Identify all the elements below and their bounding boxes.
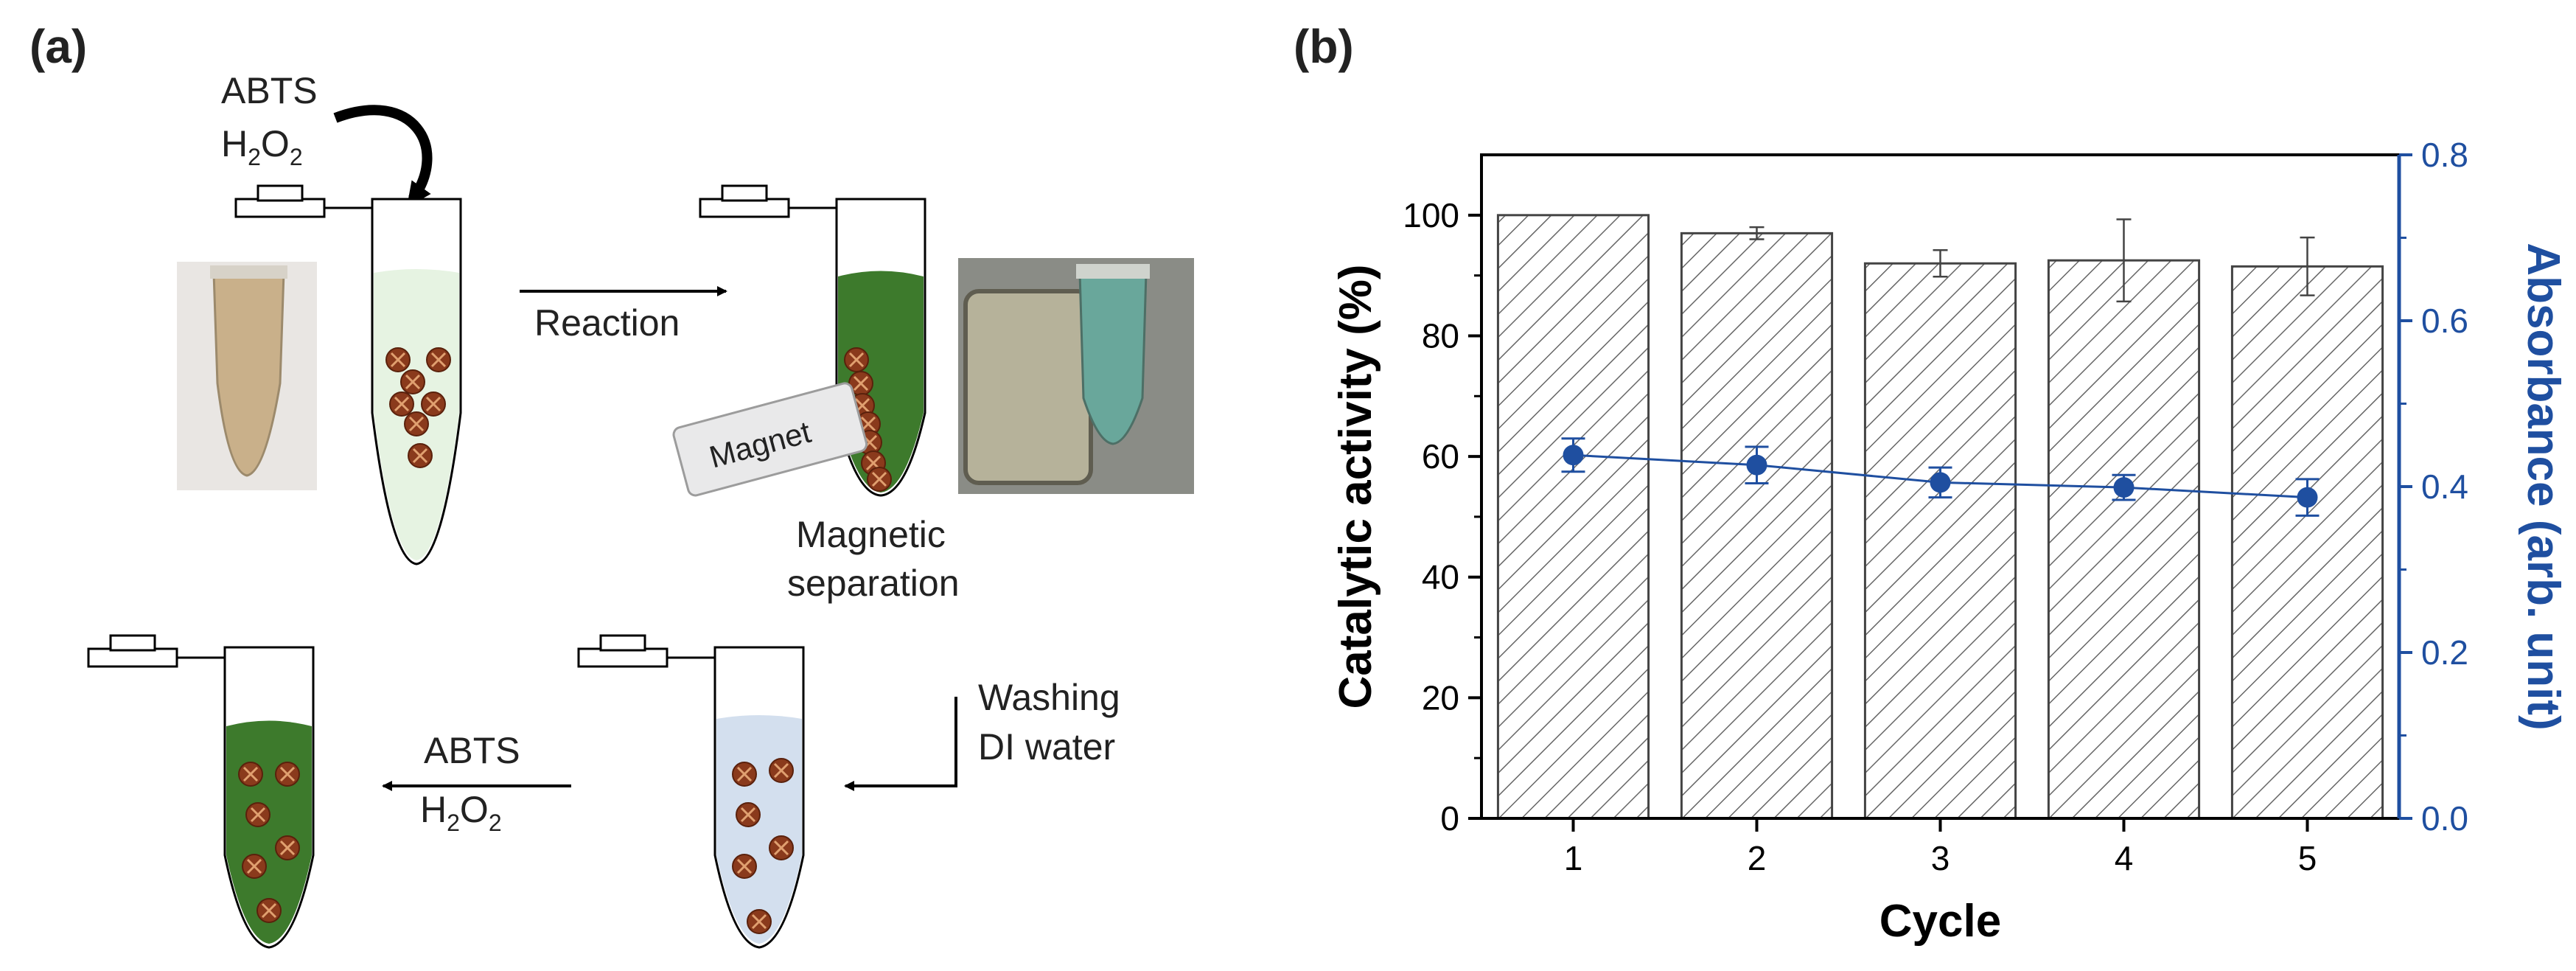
- curved-arrow-icon: [333, 105, 433, 208]
- particle: [408, 443, 433, 468]
- bar: [2230, 265, 2384, 820]
- tube-1-cap-top: [256, 184, 304, 202]
- particle: [867, 467, 892, 492]
- panel-b-label: (b): [1294, 20, 1354, 73]
- washing-arrow-icon: [844, 697, 957, 791]
- absorbance-point: [2113, 477, 2135, 498]
- absorbance-point: [1563, 445, 1584, 466]
- bar-series: [1496, 214, 2384, 820]
- particle: [426, 347, 451, 372]
- particle: [238, 762, 263, 787]
- step1-reagent-abts: ABTS: [221, 70, 318, 111]
- absorbance-point: [1930, 472, 1951, 493]
- y-right-tick-label: 0.0: [2421, 799, 2468, 838]
- particle: [275, 835, 300, 860]
- x-tick-label: 4: [2115, 839, 2134, 877]
- y-tick-label: 80: [1422, 316, 1459, 355]
- particle: [421, 391, 446, 417]
- tube-4-particles: [238, 762, 300, 923]
- particle: [736, 802, 761, 827]
- separation-line2: separation: [787, 563, 960, 604]
- tube-3-particles: [732, 758, 794, 934]
- particle: [404, 411, 429, 436]
- y-tick-label: 0: [1440, 799, 1459, 838]
- bar-error-bar: [1933, 249, 1948, 278]
- photo-tube-after: [958, 258, 1194, 494]
- tube-1: [234, 184, 462, 565]
- separation-line1: Magnetic: [796, 514, 946, 555]
- particle: [389, 391, 414, 417]
- particle: [732, 854, 757, 879]
- y-right-tick-label: 0.2: [2421, 633, 2468, 672]
- step4-reagent-abts: ABTS: [424, 730, 520, 771]
- bar-error-bar: [2300, 236, 2315, 296]
- panel-a: (a) ABTS H2O2 Reaction: [29, 20, 1194, 949]
- y-right-tick-label: 0.4: [2421, 467, 2468, 506]
- washing-line2: DI water: [978, 726, 1115, 768]
- bar-error-bars: [1749, 218, 2315, 303]
- x-tick-label: 5: [2298, 839, 2317, 877]
- bar: [1496, 214, 1650, 820]
- bar: [1863, 262, 2017, 820]
- particle: [844, 347, 869, 372]
- particle: [242, 854, 267, 879]
- bar-error-bar: [2116, 218, 2132, 303]
- particle: [245, 802, 270, 827]
- bar-error-bar: [1749, 226, 1765, 240]
- particle: [385, 347, 411, 372]
- y-axis-right-title: Absorbance (arb. unit): [2518, 243, 2569, 730]
- tube-4: [87, 634, 315, 949]
- washing-line1: Washing: [978, 677, 1120, 718]
- y-tick-label: 100: [1403, 196, 1459, 234]
- x-tick-label: 3: [1931, 839, 1950, 877]
- left-axis: 0 20 40 60 80 100: [1403, 196, 1481, 838]
- y-tick-label: 60: [1422, 437, 1459, 476]
- particle: [275, 762, 300, 787]
- y-right-tick-label: 0.8: [2421, 136, 2468, 174]
- particle: [732, 762, 757, 787]
- absorbance-series: [1561, 437, 2320, 517]
- particle: [747, 909, 772, 934]
- tube-1-cap: [234, 198, 326, 218]
- y-axis-title: Catalytic activity (%): [1330, 265, 1381, 709]
- y-tick-label: 40: [1422, 558, 1459, 596]
- particle: [256, 898, 282, 923]
- reaction-label: Reaction: [534, 302, 680, 344]
- particle: [400, 369, 425, 394]
- x-axis: 1 2 3 4 5: [1564, 818, 2317, 877]
- particle: [769, 758, 794, 783]
- y-right-tick-label: 0.6: [2421, 302, 2468, 340]
- absorbance-point: [2297, 487, 2318, 508]
- panel-a-label: (a): [29, 20, 87, 73]
- x-tick-label: 1: [1564, 839, 1583, 877]
- panel-b-chart: (b) 0 20 40 60 80 100 0.0 0.2 0.4 0.6 0.8 1 2 3 4 5 C…: [1294, 20, 2569, 947]
- x-tick-label: 2: [1748, 839, 1767, 877]
- right-axis: 0.0 0.2 0.4 0.6 0.8: [2397, 136, 2468, 838]
- absorbance-point: [1746, 454, 1767, 476]
- step1-reagent-h2o2: H2O2: [221, 123, 303, 170]
- particle: [769, 835, 794, 860]
- step4-reagent-h2o2: H2O2: [420, 789, 502, 836]
- tube-3: [577, 634, 805, 949]
- photo-tube-before: [177, 262, 317, 490]
- bar: [1680, 232, 1834, 820]
- tube-1-particles: [385, 347, 451, 468]
- magnet: Magnet: [672, 382, 868, 497]
- y-tick-label: 20: [1422, 678, 1459, 717]
- bar: [2047, 259, 2201, 820]
- x-axis-title: Cycle: [1879, 896, 2001, 947]
